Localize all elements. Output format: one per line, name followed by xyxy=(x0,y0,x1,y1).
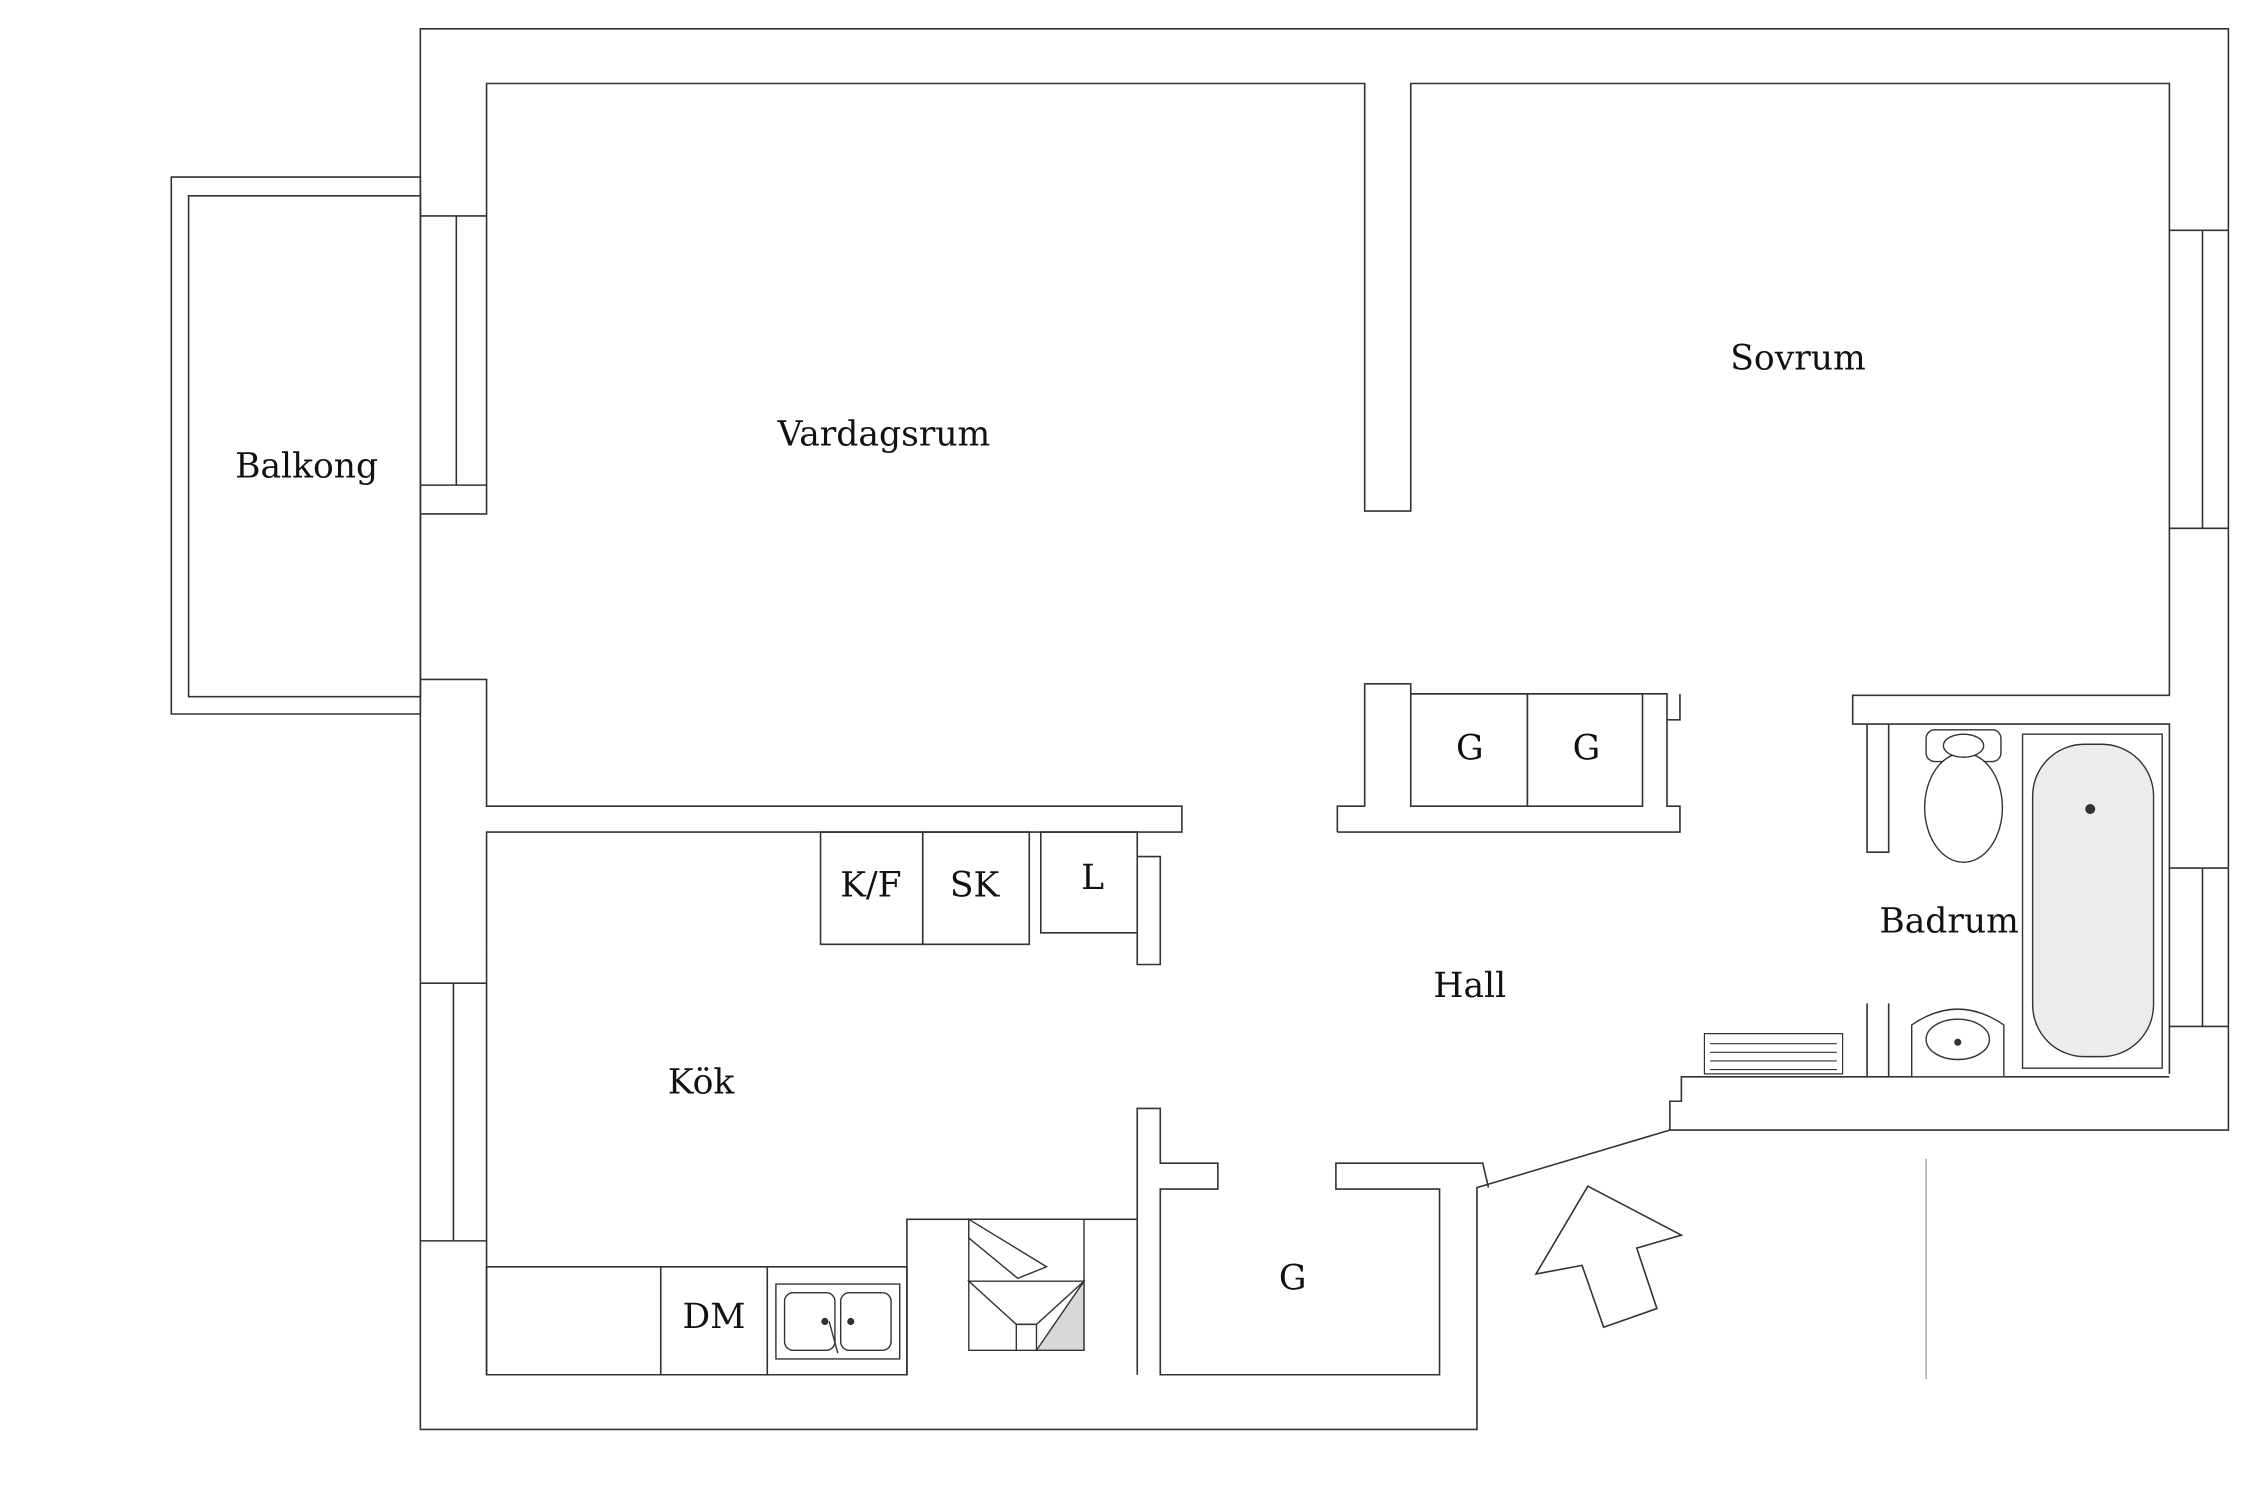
vardagsrum-walls xyxy=(420,83,2169,1073)
counter-divisions xyxy=(661,1267,768,1375)
entrance-arrow-icon xyxy=(1536,1186,1681,1327)
fixture-label-wardrobe-entry: G xyxy=(1279,1258,1307,1298)
fixture-label-fridge-freezer: K/F xyxy=(840,865,901,905)
room-label-kok: Kök xyxy=(668,1063,736,1103)
cabinet-unit xyxy=(923,832,1030,944)
fixture-label-wardrobe-1: G xyxy=(1456,729,1484,769)
window-living xyxy=(420,216,486,485)
fixture-label-cabinet: SK xyxy=(950,865,1001,905)
stove-hood-icon xyxy=(969,1219,1084,1350)
room-label-balkong: Balkong xyxy=(235,446,378,486)
room-label-sovrum: Sovrum xyxy=(1730,338,1865,378)
washbasin-icon xyxy=(1912,1009,2004,1077)
fixture-label-dishwasher: DM xyxy=(682,1297,745,1337)
kitchen-counter xyxy=(487,1267,907,1375)
window-sovrum xyxy=(2169,230,2228,528)
fixture-label-closet: L xyxy=(1081,858,1104,898)
bathtub-icon xyxy=(2023,734,2163,1068)
room-label-badrum: Badrum xyxy=(1879,901,2019,941)
closet-unit xyxy=(1041,832,1160,964)
window-kitchen xyxy=(420,983,486,1241)
balcony-inner xyxy=(189,196,421,697)
hall-closet-walls xyxy=(1337,684,1680,832)
fixture-label-wardrobe-2: G xyxy=(1573,729,1601,769)
room-label-vardagsrum: Vardagsrum xyxy=(776,415,990,455)
window-bathroom xyxy=(2169,868,2228,1026)
hall-closet-2 xyxy=(1527,694,1642,806)
radiator-icon xyxy=(1704,1034,1842,1074)
outer-wall xyxy=(420,29,2228,1430)
room-label-hall: Hall xyxy=(1433,966,1506,1006)
double-sink-icon xyxy=(776,1284,900,1359)
hall-bath-wall xyxy=(1670,1077,1867,1130)
vardagsrum-lower-wall xyxy=(420,679,1182,950)
toilet-icon xyxy=(1925,730,2003,862)
